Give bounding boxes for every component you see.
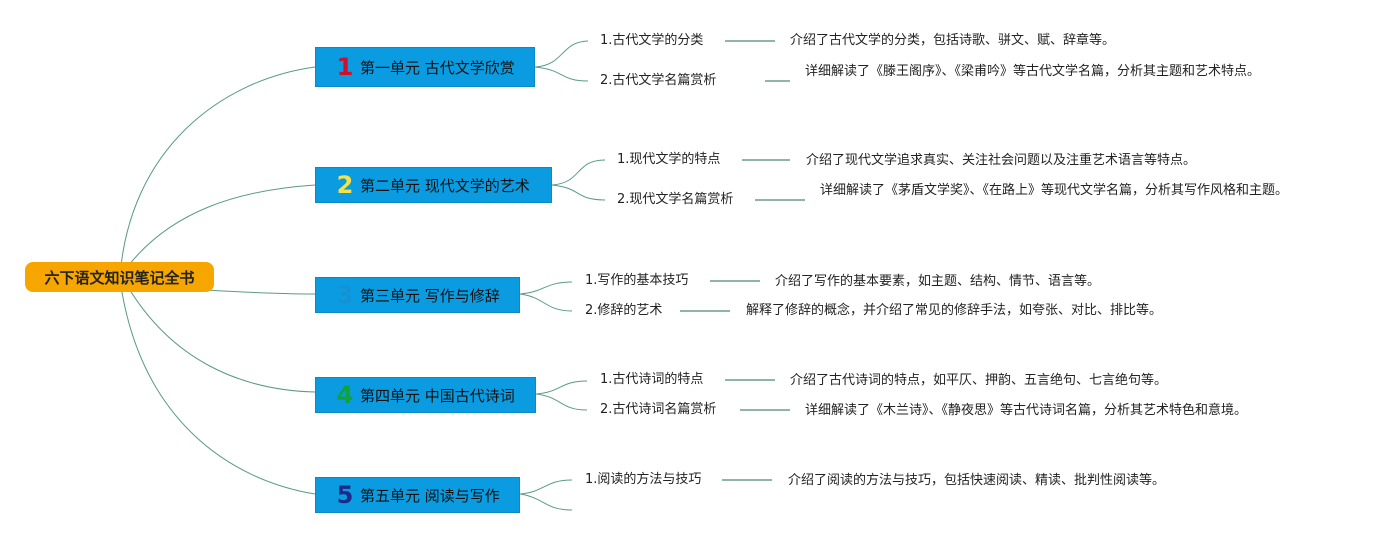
topic-node[interactable]: 2.修辞的艺术 [585, 303, 663, 318]
unit-title: 第一单元 古代文学欣赏 [360, 58, 515, 77]
root-node[interactable]: 六下语文知识笔记全书 [25, 262, 214, 292]
unit-number-badge: 3 [336, 281, 354, 309]
topic-node[interactable]: 1.现代文学的特点 [617, 152, 721, 167]
topic-description: 解释了修辞的概念，并介绍了常见的修辞手法，如夸张、对比、排比等。 [746, 303, 1163, 318]
topic-description: 详细解读了《滕王阁序》、《梁甫吟》等古代文学名篇，分析其主题和艺术特点。 [805, 64, 1261, 79]
unit-node-4[interactable]: 4 第四单元 中国古代诗词 [315, 377, 536, 413]
unit-node-1[interactable]: 1 第一单元 古代文学欣赏 [315, 47, 535, 87]
topic-description: 介绍了古代文学的分类，包括诗歌、骈文、赋、辞章等。 [790, 33, 1116, 48]
topic-node[interactable]: 2.古代文学名篇赏析 [600, 73, 717, 88]
topic-description: 详细解读了《茅盾文学奖》、《在路上》等现代文学名篇，分析其写作风格和主题。 [820, 183, 1289, 198]
root-title: 六下语文知识笔记全书 [44, 268, 195, 287]
unit-title: 第三单元 写作与修辞 [360, 286, 500, 305]
unit-title: 第二单元 现代文学的艺术 [360, 176, 530, 195]
unit-number-badge: 4 [336, 381, 354, 409]
topic-node[interactable]: 1.阅读的方法与技巧 [585, 472, 702, 487]
topic-node[interactable]: 2.古代诗词名篇赏析 [600, 402, 717, 417]
unit-node-5[interactable]: 5 第五单元 阅读与写作 [315, 477, 520, 513]
unit-title: 第五单元 阅读与写作 [360, 486, 500, 505]
unit-number-badge: 1 [336, 53, 354, 81]
unit-number-badge: 2 [336, 171, 354, 199]
topic-node[interactable]: 1.写作的基本技巧 [585, 273, 689, 288]
unit-node-2[interactable]: 2 第二单元 现代文学的艺术 [315, 167, 552, 203]
topic-node[interactable]: 1.古代文学的分类 [600, 33, 704, 48]
unit-node-3[interactable]: 3 第三单元 写作与修辞 [315, 277, 520, 313]
unit-number-badge: 5 [336, 481, 354, 509]
topic-node[interactable]: 2.现代文学名篇赏析 [617, 192, 734, 207]
unit-title: 第四单元 中国古代诗词 [360, 386, 515, 405]
topic-description: 介绍了写作的基本要素，如主题、结构、情节、语言等。 [775, 274, 1101, 289]
topic-description: 介绍了现代文学追求真实、关注社会问题以及注重艺术语言等特点。 [806, 153, 1197, 168]
topic-description: 介绍了古代诗词的特点，如平仄、押韵、五言绝句、七言绝句等。 [790, 373, 1168, 388]
topic-node[interactable]: 1.古代诗词的特点 [600, 372, 704, 387]
topic-description: 详细解读了《木兰诗》、《静夜思》等古代诗词名篇，分析其艺术特色和意境。 [805, 403, 1248, 418]
topic-description: 介绍了阅读的方法与技巧，包括快速阅读、精读、批判性阅读等。 [788, 473, 1166, 488]
